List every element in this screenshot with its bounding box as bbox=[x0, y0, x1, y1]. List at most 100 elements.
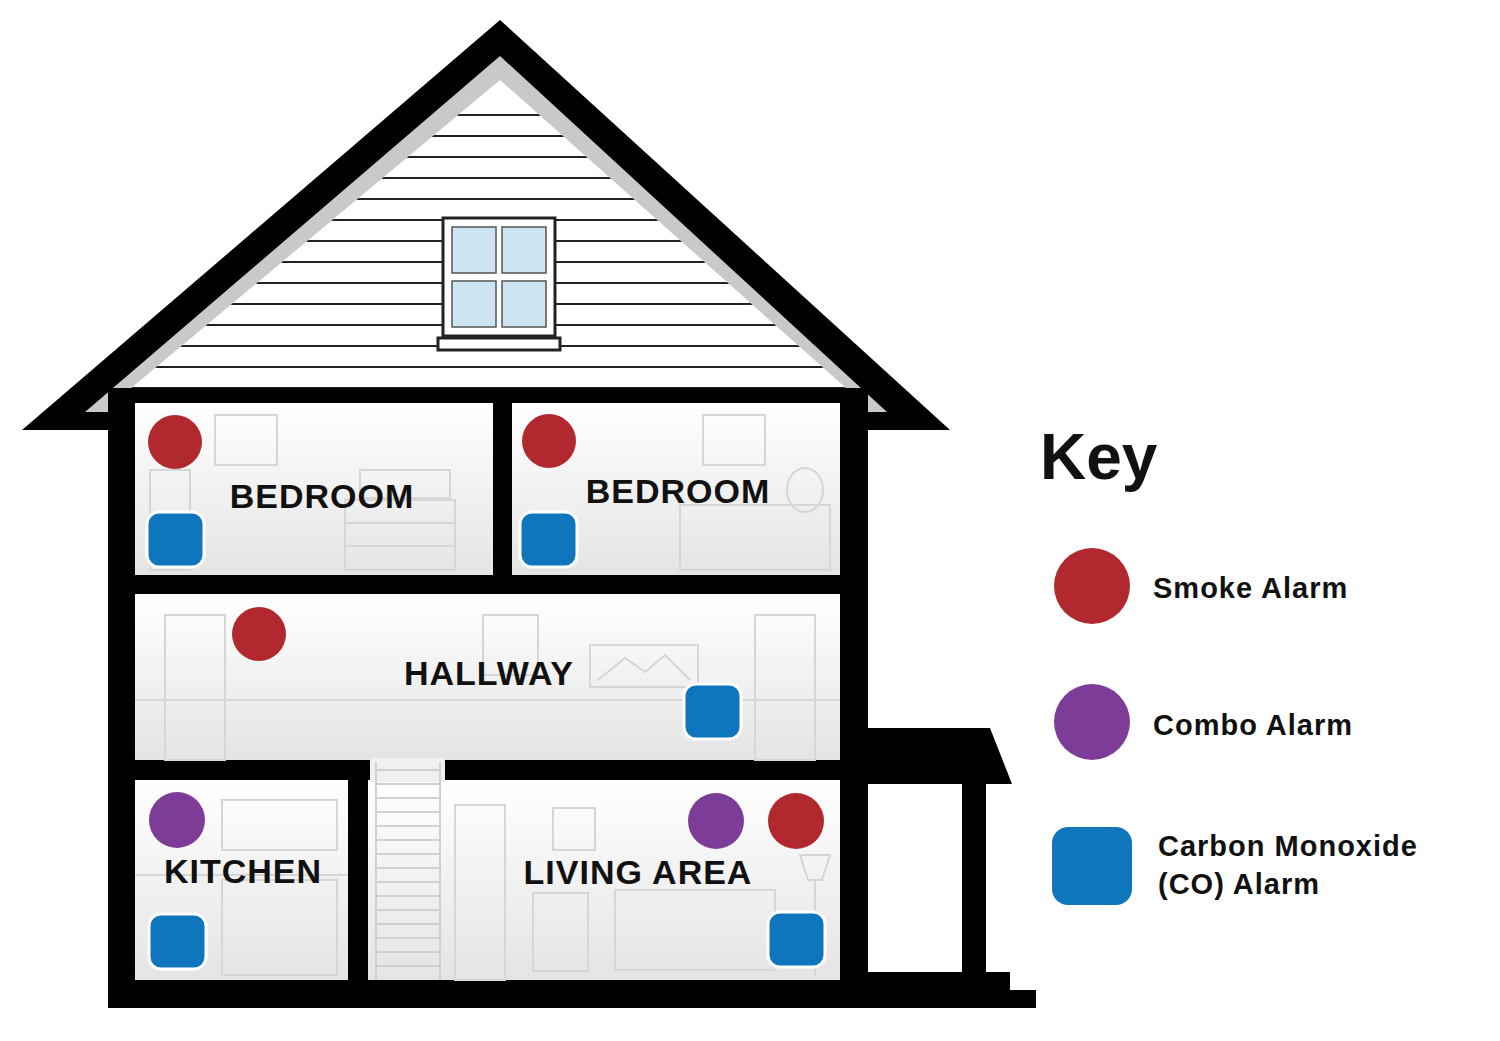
room-interiors-part bbox=[512, 403, 840, 575]
room-interiors bbox=[135, 403, 840, 980]
smoke-alarm-markers-part bbox=[232, 607, 286, 661]
combo-alarm-markers-part bbox=[149, 792, 205, 848]
staircase-part bbox=[376, 867, 440, 869]
legend-heading: Key bbox=[1040, 425, 1157, 489]
room-label: BEDROOM bbox=[230, 479, 415, 513]
room-interiors-part bbox=[368, 780, 840, 980]
combo-alarm-markers bbox=[149, 792, 744, 849]
co-alarm-markers-part bbox=[684, 684, 741, 739]
roof-part bbox=[85, 56, 887, 412]
co-alarm-markers-part bbox=[149, 914, 206, 969]
room-area: KITCHEN bbox=[135, 780, 348, 980]
staircase-part bbox=[439, 762, 441, 980]
staircase-part bbox=[375, 762, 377, 980]
siding-lines-part bbox=[100, 198, 880, 200]
smoke-alarm-markers-part bbox=[768, 793, 824, 849]
siding-lines-part bbox=[100, 177, 880, 179]
attic-window-part bbox=[502, 281, 546, 327]
siding-lines-part bbox=[100, 114, 880, 116]
roof bbox=[22, 20, 950, 430]
staircase-part bbox=[376, 965, 440, 967]
furniture-part bbox=[598, 655, 690, 680]
smoke-alarm-markers bbox=[148, 414, 824, 849]
furniture-part bbox=[553, 808, 595, 850]
staircase-part bbox=[376, 909, 440, 911]
staircase-part bbox=[376, 881, 440, 883]
staircase bbox=[376, 762, 440, 980]
room-interiors-part bbox=[370, 758, 445, 782]
furniture-part bbox=[755, 615, 815, 760]
staircase-part bbox=[376, 769, 440, 771]
room-area: HALLWAY bbox=[135, 594, 840, 760]
attic-window bbox=[438, 218, 560, 350]
furniture-part bbox=[165, 615, 225, 760]
furniture-part bbox=[590, 645, 698, 687]
porch-part bbox=[866, 972, 1010, 1008]
staircase-part bbox=[376, 853, 440, 855]
staircase-part bbox=[376, 825, 440, 827]
room-area: LIVING AREA bbox=[368, 780, 840, 980]
furniture-part bbox=[215, 415, 277, 465]
legend-text: Smoke Alarm bbox=[1153, 570, 1348, 608]
smoke-alarm-markers-part bbox=[522, 414, 576, 468]
porch-part bbox=[866, 728, 1012, 784]
legend-text: Carbon Monoxide (CO) Alarm bbox=[1158, 828, 1458, 903]
smoke-alarm-markers-part bbox=[148, 415, 202, 469]
furniture-part bbox=[787, 468, 823, 512]
staircase-part bbox=[376, 811, 440, 813]
furniture-part bbox=[222, 800, 337, 850]
staircase-part bbox=[376, 923, 440, 925]
staircase-part bbox=[376, 797, 440, 799]
attic-window-part bbox=[443, 218, 555, 336]
attic-window-part bbox=[452, 227, 496, 273]
siding-lines-part bbox=[100, 156, 880, 158]
room-area: BEDROOM bbox=[512, 403, 840, 575]
furniture-part bbox=[455, 805, 505, 980]
room-area: BEDROOM bbox=[135, 403, 493, 575]
roof-part bbox=[112, 80, 864, 404]
furniture-part bbox=[345, 545, 455, 547]
legend-swatch bbox=[1054, 548, 1130, 624]
staircase-part bbox=[376, 783, 440, 785]
porch bbox=[866, 728, 1036, 1008]
furniture-part bbox=[533, 893, 588, 971]
porch-part bbox=[1008, 990, 1036, 1008]
siding-lines-part bbox=[100, 135, 880, 137]
room-label: HALLWAY bbox=[404, 656, 574, 690]
room-interiors-part bbox=[135, 403, 493, 575]
furniture bbox=[135, 415, 840, 980]
attic-window-part bbox=[452, 281, 496, 327]
room-label: KITCHEN bbox=[164, 854, 322, 888]
furniture-part bbox=[222, 880, 337, 975]
siding-lines-part bbox=[100, 366, 880, 368]
combo-alarm-markers-part bbox=[688, 793, 744, 849]
staircase-part bbox=[376, 951, 440, 953]
staircase-part bbox=[376, 895, 440, 897]
staircase-part bbox=[376, 839, 440, 841]
house-walls bbox=[108, 388, 868, 1008]
house-walls-part bbox=[108, 388, 868, 1008]
porch-part bbox=[962, 782, 986, 977]
furniture-part bbox=[615, 890, 775, 970]
siding-lines bbox=[100, 115, 880, 388]
co-alarm-markers-part bbox=[520, 512, 577, 567]
attic-window-part bbox=[502, 227, 546, 273]
room-interiors-part bbox=[135, 780, 348, 980]
co-alarm-markers bbox=[147, 512, 825, 969]
furniture-part bbox=[703, 415, 765, 465]
legend-swatch bbox=[1052, 827, 1132, 905]
legend-swatch bbox=[1054, 684, 1130, 760]
room-interiors-part bbox=[135, 594, 840, 760]
staircase-part bbox=[376, 937, 440, 939]
attic-window-part bbox=[438, 338, 560, 350]
furniture-part bbox=[680, 505, 830, 570]
room-label: LIVING AREA bbox=[524, 855, 753, 889]
legend-text: Combo Alarm bbox=[1153, 707, 1353, 745]
furniture-part bbox=[800, 855, 830, 880]
roof-part bbox=[22, 20, 950, 430]
co-alarm-markers-part bbox=[147, 512, 204, 567]
furniture-part bbox=[345, 522, 455, 524]
room-label: BEDROOM bbox=[586, 474, 771, 508]
co-alarm-markers-part bbox=[768, 912, 825, 967]
